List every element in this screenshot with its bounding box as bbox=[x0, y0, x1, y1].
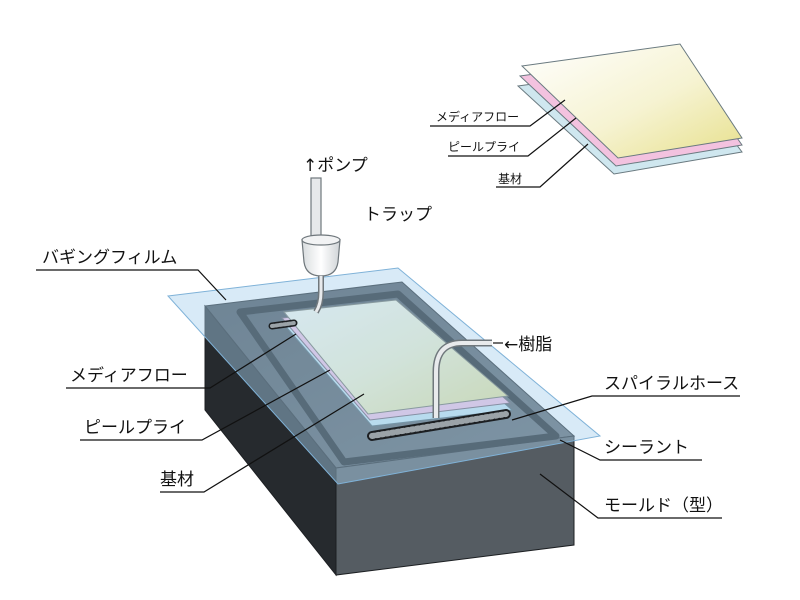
inset-layer-stack: メディアフロー ピールプライ 基材 bbox=[430, 43, 743, 188]
media-flow-leader bbox=[66, 333, 297, 389]
label-sealant: シーラント bbox=[604, 438, 689, 458]
bagging-film-leader bbox=[36, 269, 227, 301]
peel-ply-leader bbox=[80, 369, 331, 441]
mold-leader bbox=[539, 473, 722, 519]
substrate-leader bbox=[160, 393, 365, 493]
sealant-tape bbox=[236, 290, 560, 466]
spiral-hose-front bbox=[367, 409, 511, 441]
spiral-hose-leader bbox=[511, 395, 740, 421]
inset-media-flow-leader bbox=[430, 99, 566, 127]
label-trap: トラップ bbox=[364, 205, 432, 225]
inset-label-media-flow: メディアフロー bbox=[436, 109, 519, 124]
pump-pipe bbox=[310, 177, 322, 241]
trap bbox=[301, 234, 341, 277]
laminate-stack bbox=[280, 299, 514, 427]
inset-peel-ply-leader bbox=[448, 117, 577, 157]
spiral-hose-back bbox=[268, 319, 298, 330]
sealant-leader bbox=[559, 439, 702, 461]
label-peel-ply: ピールプライ bbox=[84, 418, 186, 438]
inset-label-substrate: 基材 bbox=[498, 172, 522, 186]
label-spiral-hose: スパイラルホース bbox=[604, 374, 739, 394]
inset-substrate-leader bbox=[496, 143, 589, 188]
label-pump: ↑ポンプ bbox=[303, 156, 368, 176]
label-media-flow: メディアフロー bbox=[70, 365, 188, 386]
inset-media-flow-sheet bbox=[520, 43, 743, 159]
label-substrate: 基材 bbox=[160, 470, 194, 490]
media-flow-layer bbox=[283, 299, 510, 415]
inset-label-peel-ply: ピールプライ bbox=[448, 140, 520, 154]
label-bagging-film: バギングフィルム bbox=[42, 248, 177, 268]
label-resin: ←樹脂 bbox=[504, 335, 552, 355]
label-mold: モールド（型） bbox=[604, 496, 723, 516]
